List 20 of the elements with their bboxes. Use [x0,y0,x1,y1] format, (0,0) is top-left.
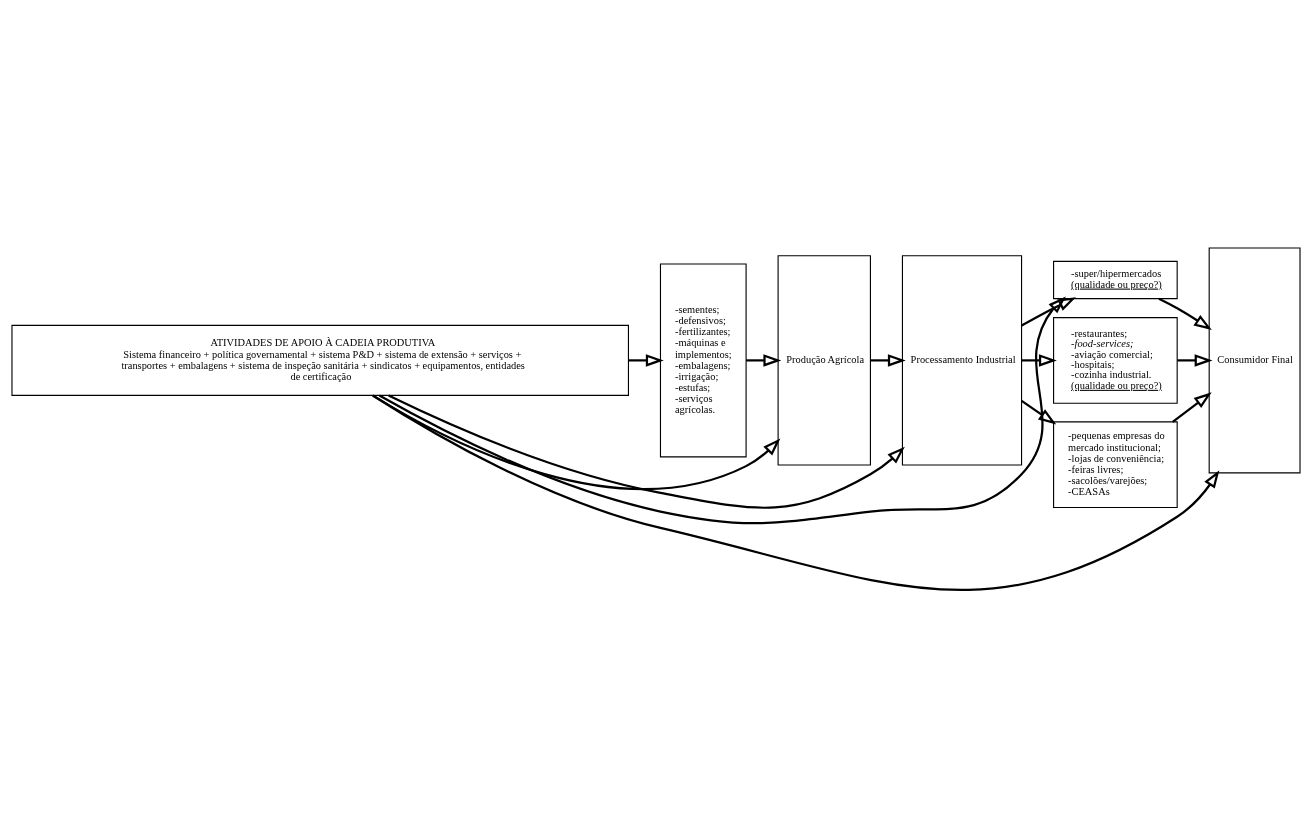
arrow [388,394,905,509]
arrow [1172,392,1212,423]
arrow [378,296,1066,525]
arrow [1021,354,1057,367]
arrow [1021,399,1057,425]
arrow [1021,297,1077,327]
node-box: -super/hipermercados (qualidade ou preço?) [1053,260,1178,300]
node-box: Processamento Industrial [901,255,1023,466]
node-box: ATIVIDADES DE APOIO À CADEIA PRODUTIVA Sistema financeiro + política governamental + sistema P&D + sistema de extensão + serviços + transportes + embalagens + sistema de inspeção sanitária + sindicatos + equipamentos, entidades de certificação [11,324,629,396]
arrow [746,354,782,367]
node-box: -restaurantes; -food-services; -aviação comercial; -hospitais; -cozinha industrial. (qualidade ou preço?) [1053,317,1178,404]
node-box: Produção Agrícola [777,255,871,466]
node-box: Consumidor Final [1208,247,1301,474]
node-box: -sementes; -defensivos; -fertilizantes; -máquinas e implementos; -embalagens; -irrigação; -estufas; -serviços agrícolas. [659,263,747,458]
arrow [372,394,1220,591]
arrow [628,354,664,367]
arrow [1177,354,1213,367]
node-box: -pequenas empresas do mercado institucional; -lojas de conveniência; -feiras livres; -sacolões/varejões; -CEASAs [1053,421,1178,508]
arrow [1158,297,1212,330]
arrow [870,354,906,367]
